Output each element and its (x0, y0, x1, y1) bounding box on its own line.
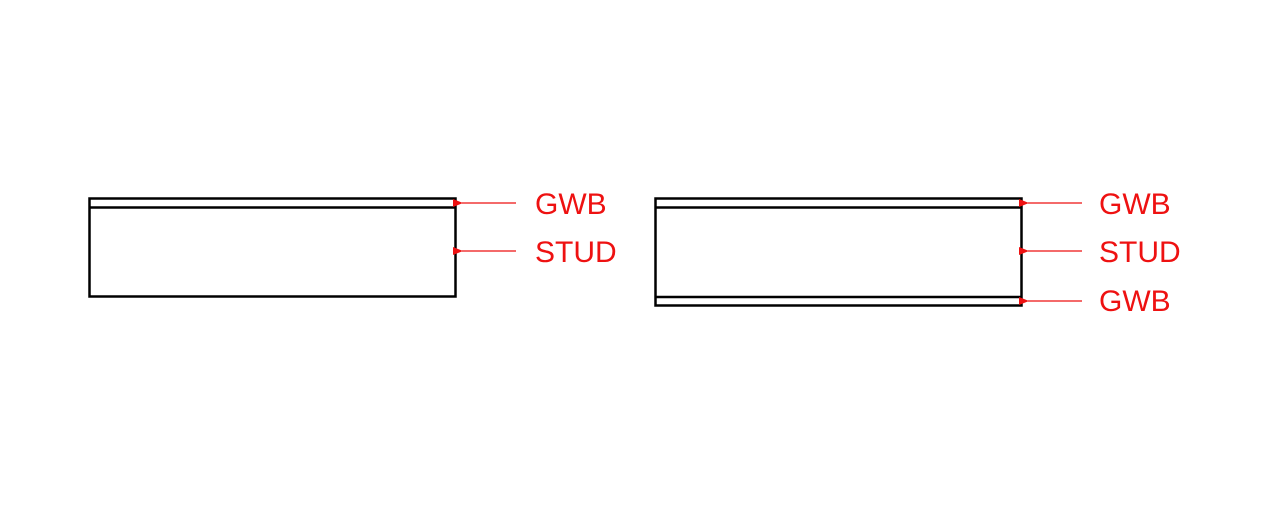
annotation-gwb-top-right: GWB (1019, 188, 1171, 221)
annotation-gwb-bottom-right: GWB (1019, 285, 1171, 318)
label-stud: STUD (1099, 236, 1181, 269)
label-gwb: GWB (1099, 285, 1171, 318)
annotation-gwb-left: GWB (453, 188, 607, 221)
annotation-stud-left: STUD (453, 236, 617, 269)
annotation-stud-right: STUD (1019, 236, 1181, 269)
wall-outline (654, 197, 1023, 307)
label-stud: STUD (535, 236, 617, 269)
label-gwb: GWB (1099, 188, 1171, 221)
wall-outline (88, 197, 457, 298)
label-gwb: GWB (535, 188, 607, 221)
wall-section-single (88, 197, 457, 298)
wall-section-double (654, 197, 1023, 307)
